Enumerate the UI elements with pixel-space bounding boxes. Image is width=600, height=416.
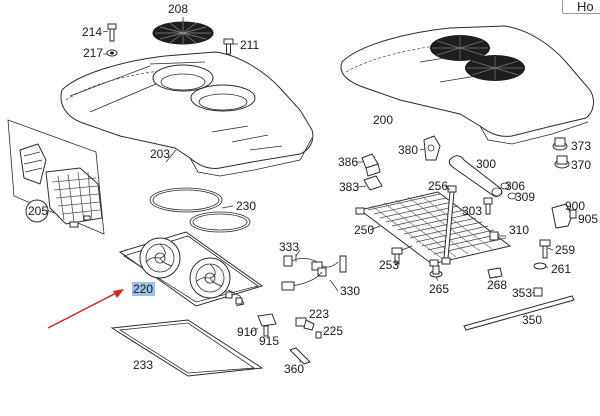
seal-strip-350 bbox=[463, 295, 575, 331]
leader-lines bbox=[103, 53, 554, 363]
plug-353 bbox=[533, 287, 543, 297]
callout-910[interactable]: 910 bbox=[237, 325, 257, 339]
fitting-310 bbox=[489, 231, 506, 241]
grille-assembly-205 bbox=[7, 119, 105, 235]
washer-261 bbox=[533, 262, 547, 270]
callout-303[interactable]: 303 bbox=[462, 204, 482, 218]
screw-214 bbox=[102, 23, 117, 42]
red-pointer-arrow bbox=[47, 289, 124, 329]
o-rings-230 bbox=[149, 187, 251, 233]
condenser-250 bbox=[355, 191, 512, 267]
callout-259[interactable]: 259 bbox=[555, 243, 575, 257]
seals-306-309 bbox=[500, 182, 517, 200]
pipe-256 bbox=[441, 185, 457, 265]
top-right-button[interactable]: Ho bbox=[562, 0, 600, 14]
callout-309[interactable]: 309 bbox=[515, 190, 535, 204]
rubber-strip-360 bbox=[289, 347, 311, 365]
callout-333[interactable]: 333 bbox=[279, 240, 299, 254]
bolt-253 bbox=[391, 245, 413, 265]
callout-300[interactable]: 300 bbox=[476, 157, 496, 171]
roof-cover-200 bbox=[340, 25, 594, 145]
clip-910 bbox=[257, 313, 277, 337]
callout-205[interactable]: 205 bbox=[28, 204, 48, 218]
callout-268[interactable]: 268 bbox=[487, 278, 507, 292]
bolt-259 bbox=[539, 239, 551, 259]
callout-265[interactable]: 265 bbox=[429, 282, 449, 296]
callout-386[interactable]: 386 bbox=[338, 155, 358, 169]
washer-217 bbox=[106, 49, 118, 57]
callout-223[interactable]: 223 bbox=[309, 307, 329, 321]
callout-labels: 214 208 217 211 203 200 205 230 220 233 … bbox=[28, 2, 598, 376]
callout-380[interactable]: 380 bbox=[398, 143, 418, 157]
fan-guard-200a bbox=[430, 35, 490, 61]
callout-203[interactable]: 203 bbox=[150, 147, 170, 161]
callout-208[interactable]: 208 bbox=[168, 2, 188, 16]
fan-shroud-220 bbox=[118, 231, 264, 307]
bolt-303 bbox=[483, 197, 493, 215]
cap-370 bbox=[554, 155, 570, 169]
callout-330[interactable]: 330 bbox=[340, 284, 360, 298]
callout-900[interactable]: 900 bbox=[565, 199, 585, 213]
callout-383[interactable]: 383 bbox=[339, 180, 359, 194]
callout-350[interactable]: 350 bbox=[522, 313, 542, 327]
callout-233[interactable]: 233 bbox=[133, 358, 153, 372]
bolt-223-225 bbox=[295, 317, 322, 339]
callout-306[interactable]: 306 bbox=[505, 179, 525, 193]
callout-highlight-220 bbox=[132, 282, 155, 296]
cap-373 bbox=[552, 137, 568, 151]
bolt-265 bbox=[429, 265, 443, 278]
screw-211 bbox=[223, 38, 238, 55]
callout-230[interactable]: 230 bbox=[236, 199, 256, 213]
callout-256[interactable]: 256 bbox=[428, 179, 448, 193]
callout-905[interactable]: 905 bbox=[578, 212, 598, 226]
callout-220[interactable]: 220 bbox=[133, 282, 153, 296]
wiring-harness-330 bbox=[281, 254, 347, 291]
callout-373[interactable]: 373 bbox=[571, 139, 591, 153]
receiver-drier-300 bbox=[448, 155, 503, 197]
fan-guard-208 bbox=[152, 17, 214, 45]
callout-310[interactable]: 310 bbox=[509, 223, 529, 237]
callout-211[interactable]: 211 bbox=[240, 38, 259, 52]
fan-guard-200b bbox=[465, 55, 525, 81]
callout-250[interactable]: 250 bbox=[354, 223, 374, 237]
gasket-frame-233 bbox=[110, 319, 264, 377]
clip-386 bbox=[361, 153, 381, 177]
callout-214[interactable]: 214 bbox=[82, 25, 102, 39]
callout-915[interactable]: 915 bbox=[259, 334, 279, 348]
bracket-380 bbox=[423, 135, 441, 161]
bracket-268 bbox=[487, 267, 503, 279]
callout-261[interactable]: 261 bbox=[551, 262, 571, 276]
clip-383 bbox=[363, 175, 383, 191]
callout-253[interactable]: 253 bbox=[379, 258, 399, 272]
callout-225[interactable]: 225 bbox=[323, 324, 343, 338]
callout-217[interactable]: 217 bbox=[83, 46, 103, 60]
bracket-900 bbox=[551, 203, 577, 229]
callout-200[interactable]: 200 bbox=[373, 113, 393, 127]
roof-cover-203 bbox=[60, 51, 314, 177]
callout-370[interactable]: 370 bbox=[571, 158, 591, 172]
callout-353[interactable]: 353 bbox=[512, 286, 532, 300]
callout-360[interactable]: 360 bbox=[284, 362, 304, 376]
